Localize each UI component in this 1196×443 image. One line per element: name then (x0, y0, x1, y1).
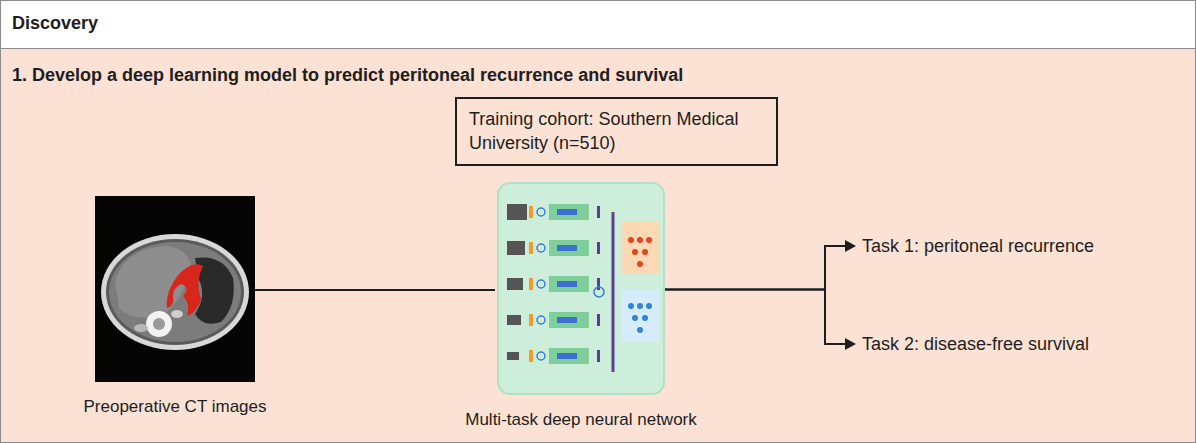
layer-block (549, 348, 589, 364)
bar (529, 350, 533, 362)
bar (529, 242, 533, 254)
node-dot (537, 280, 545, 288)
layer-block (549, 240, 589, 256)
node-text: Task 2: disease-free survival (858, 331, 1093, 358)
layer-stripe (557, 209, 577, 215)
thumbnail (507, 315, 521, 325)
bar (597, 242, 600, 254)
node-text: Training cohort: Southern Medical Univer… (469, 107, 764, 156)
layer-stripe (557, 353, 577, 359)
node-dot (537, 352, 545, 360)
network-illustration (497, 182, 665, 395)
node-dot (537, 244, 545, 252)
layer-stripe (557, 317, 577, 323)
layer-stripe (557, 245, 577, 251)
bar (597, 350, 600, 362)
bar (529, 278, 533, 290)
layer-stripe (557, 281, 577, 287)
thumbnail (507, 352, 519, 360)
header-band: Discovery (0, 0, 1196, 48)
layer-block (549, 312, 589, 328)
image-caption: Multi-task deep neural network (465, 410, 697, 430)
thumbnail (507, 278, 523, 290)
image-caption: Preoperative CT images (84, 397, 267, 417)
node-dot (537, 208, 545, 216)
task-label: Task 1: peritoneal recurrence (858, 233, 1098, 260)
cohort-box: Training cohort: Southern Medical Univer… (455, 97, 778, 166)
bar (597, 278, 600, 290)
layer-block (549, 204, 589, 220)
node-text: Task 1: peritoneal recurrence (858, 233, 1098, 260)
bar (529, 206, 533, 218)
layer-block (549, 276, 589, 292)
bar (597, 206, 600, 218)
ct-image (95, 196, 255, 382)
node-dot (537, 316, 545, 324)
task-label: Task 2: disease-free survival (858, 331, 1093, 358)
thumbnail (507, 241, 525, 255)
thumbnail (507, 204, 527, 220)
bar (597, 314, 600, 326)
diagram-title: Discovery (12, 13, 98, 34)
bar (529, 314, 533, 326)
panel-heading: 1. Develop a deep learning model to pred… (12, 65, 683, 86)
